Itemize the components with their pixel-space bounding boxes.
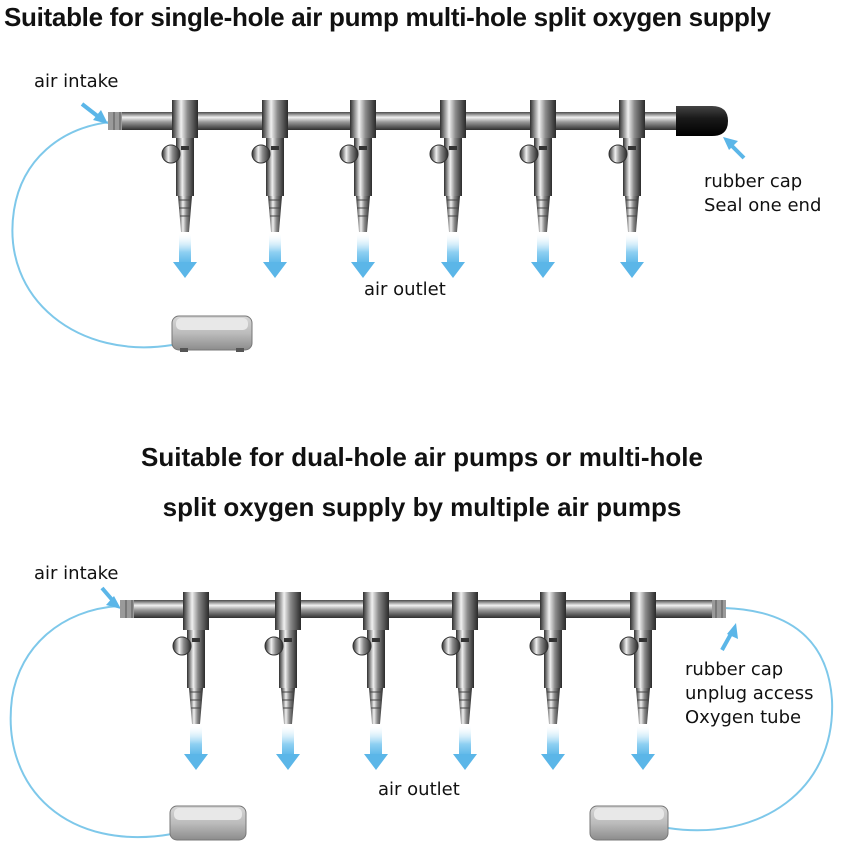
air-intake-label: air intake <box>34 563 119 584</box>
air-pump-icon <box>589 805 669 841</box>
air-tube <box>9 605 173 839</box>
rubber-cap-icon <box>676 106 728 136</box>
valve <box>529 592 566 770</box>
valve <box>619 592 656 770</box>
manifold-pipe <box>120 600 726 618</box>
manifold-diagram-single <box>11 100 746 352</box>
unplug-access-label: unplug access <box>685 683 814 704</box>
valve <box>339 100 376 278</box>
oxygen-tube-label: Oxygen tube <box>685 707 802 728</box>
air-pump-icon <box>169 805 247 841</box>
air-pump-icon <box>171 315 253 352</box>
air-tube <box>11 121 173 349</box>
air-intake-label: air intake <box>34 71 119 92</box>
valve <box>264 592 301 770</box>
valve <box>608 100 645 278</box>
rubber-cap-sublabel: Seal one end <box>704 195 822 216</box>
valve <box>441 592 478 770</box>
rubber-cap-label: rubber cap <box>704 171 803 192</box>
title-single-hole: Suitable for single-hole air pump multi-… <box>4 2 771 32</box>
valve <box>161 100 198 278</box>
valve <box>352 592 389 770</box>
rubber-cap-label: rubber cap <box>685 659 784 680</box>
air-outlet-label: air outlet <box>378 779 460 800</box>
valve-group <box>161 100 645 278</box>
manifold-diagram-dual <box>9 586 834 841</box>
valve-group <box>172 592 656 770</box>
valve <box>429 100 466 278</box>
valve <box>519 100 556 278</box>
oxygen-tube <box>667 607 834 832</box>
air-outlet-label: air outlet <box>364 279 446 300</box>
valve <box>251 100 288 278</box>
valve <box>172 592 209 770</box>
title-dual-hole-line2: split oxygen supply by multiple air pump… <box>162 492 682 522</box>
title-dual-hole-line1: Suitable for dual-hole air pumps or mult… <box>141 442 703 472</box>
